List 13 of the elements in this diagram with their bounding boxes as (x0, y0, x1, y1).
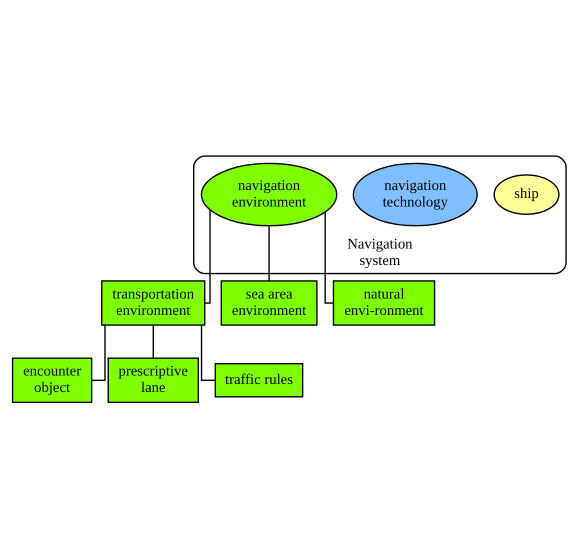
node-box: natural envi-ronment (332, 280, 436, 326)
connector (324, 212, 334, 304)
connector (152, 325, 154, 358)
connector (268, 226, 270, 281)
node-box: transportation environment (101, 280, 206, 326)
node-ellipse: ship (493, 174, 560, 215)
node-ellipse: navigation technology (352, 162, 478, 226)
node-box: prescriptive lane (108, 358, 199, 403)
node-box: traffic rules (214, 363, 304, 398)
connector (204, 210, 211, 304)
node-ellipse: navigation environment (200, 162, 338, 226)
node-box: encounter object (12, 358, 92, 403)
node-box: sea area environment (220, 280, 318, 326)
